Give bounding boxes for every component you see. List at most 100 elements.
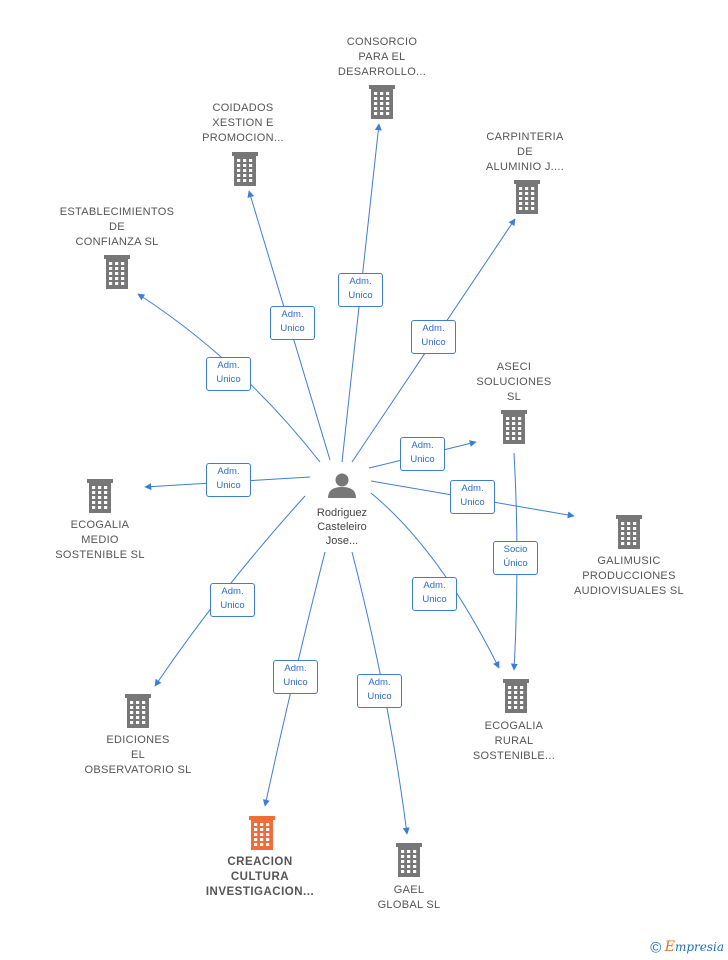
- brand-logo-first: E: [664, 938, 675, 955]
- company-label-line: CARPINTERIA: [486, 131, 564, 143]
- building-icon-coidados[interactable]: [232, 152, 258, 186]
- company-label-line: ESTABLECIMIENTOS: [59, 206, 175, 218]
- edge-label-establecimientos[interactable]: Adm. Unico: [206, 357, 251, 391]
- company-label-establecimientos[interactable]: ESTABLECIMIENTOS DE CONFIANZA SL: [37, 205, 197, 250]
- person-name-line: Casteleiro: [317, 521, 367, 533]
- company-label-creacion[interactable]: CREACION CULTURA INVESTIGACION...: [180, 855, 340, 900]
- company-label-line: EDICIONES: [106, 734, 170, 746]
- company-label-consorcio[interactable]: CONSORCIO PARA EL DESARROLLO...: [302, 35, 462, 80]
- edge-label-ecogalia-rural[interactable]: Adm.Unico: [412, 577, 457, 611]
- company-label-line: DE: [517, 146, 533, 158]
- company-label-gael[interactable]: GAEL GLOBAL SL: [329, 883, 489, 913]
- company-label-ecogalia-medio[interactable]: ECOGALIA MEDIO SOSTENIBLE SL: [20, 518, 180, 563]
- edge-label-line: Adm.: [281, 309, 304, 320]
- edge-label-line: Adm.: [368, 677, 391, 688]
- company-label-line: DESARROLLO...: [337, 66, 427, 78]
- edge-label-line: Unico: [280, 323, 305, 334]
- company-label-line: GAEL: [393, 884, 425, 896]
- edge-label-line: Adm.: [217, 360, 240, 371]
- edge-label-gael[interactable]: Adm. Unico: [357, 674, 402, 708]
- company-label-line: GLOBAL SL: [377, 899, 441, 911]
- nodes-layer: [87, 85, 642, 877]
- company-label-line: PARA EL: [358, 51, 406, 63]
- building-icon-aseci[interactable]: [501, 410, 527, 444]
- building-icon-ecogalia-rural[interactable]: [503, 679, 529, 713]
- company-label-line: INVESTIGACION...: [205, 886, 315, 898]
- edge-label-line: Unico: [410, 454, 435, 465]
- company-label-line: SOSTENIBLE...: [472, 750, 556, 762]
- company-label-line: RURAL: [494, 735, 534, 747]
- edge-label-line: Socio: [503, 544, 528, 555]
- company-label-line: XESTION E: [212, 117, 274, 129]
- edge-label-carpinteria[interactable]: Adm. Unico: [411, 320, 456, 354]
- company-label-line: EL: [130, 749, 146, 761]
- building-icon-ediciones[interactable]: [125, 694, 151, 728]
- company-label-line: CREACION: [227, 856, 293, 868]
- edge-label-coidados[interactable]: Adm. Unico: [270, 306, 315, 340]
- person-name-line: Jose...: [325, 535, 359, 547]
- building-icon-galimusic[interactable]: [616, 515, 642, 549]
- building-icon-ecogalia-medio[interactable]: [87, 479, 113, 513]
- edge-label-line: Adm.: [221, 586, 244, 597]
- company-label-line: GALIMUSIC: [597, 555, 661, 567]
- edge-label-creacion[interactable]: Adm. Unico: [273, 660, 318, 694]
- edge-label-line: Adm.: [217, 466, 240, 477]
- edge-label-line: Unico: [283, 677, 308, 688]
- edge-label-line: Adm.: [423, 580, 446, 591]
- edge-label-line: Unico: [220, 600, 245, 611]
- company-label-line: SOSTENIBLE SL: [55, 549, 145, 561]
- edge-label-aseci[interactable]: Adm. Unico: [400, 437, 445, 471]
- company-label-line: SL: [506, 391, 522, 403]
- edge-label-line: Adm.: [284, 663, 307, 674]
- company-label-line: ASECI: [496, 361, 532, 373]
- person-icon[interactable]: [328, 473, 356, 499]
- edge-label-line: Único: [503, 558, 528, 569]
- edge-center-to-ecogalia-rural: [370, 492, 500, 669]
- company-label-ediciones[interactable]: EDICIONES EL OBSERVATORIO SL: [58, 733, 218, 778]
- edge-label-line: Adm.: [411, 440, 434, 451]
- company-label-line: ECOGALIA: [484, 720, 544, 732]
- company-label-line: SOLUCIONES: [476, 376, 552, 388]
- company-label-line: CONFIANZA SL: [75, 236, 159, 248]
- company-label-line: PROMOCION...: [202, 132, 284, 144]
- company-label-line: CONSORCIO: [346, 36, 418, 48]
- edge-label-consorcio[interactable]: Adm. Unico: [338, 273, 383, 307]
- building-icon-establecimientos[interactable]: [104, 255, 130, 289]
- building-icon-carpinteria[interactable]: [514, 180, 540, 214]
- company-label-aseci[interactable]: ASECI SOLUCIONES SL: [434, 360, 594, 405]
- edge-label-line: Unico: [348, 290, 373, 301]
- company-label-line: COIDADOS: [212, 102, 274, 114]
- building-icon-creacion[interactable]: [249, 816, 275, 850]
- company-label-line: MEDIO: [81, 534, 119, 546]
- company-label-galimusic[interactable]: GALIMUSIC PRODUCCIONES AUDIOVISUALES SL: [549, 554, 709, 599]
- edge-label-line: Unico: [421, 337, 446, 348]
- edge-label-line: Unico: [460, 497, 485, 508]
- building-icon-gael[interactable]: [396, 843, 422, 877]
- company-label-line: ECOGALIA: [70, 519, 130, 531]
- company-label-ecogalia-rural[interactable]: ECOGALIA RURAL SOSTENIBLE...: [434, 719, 594, 764]
- edge-label-ecogalia-medio[interactable]: Adm. Unico: [206, 463, 251, 497]
- person-name-line: Rodriguez: [316, 507, 368, 519]
- edge-label-line: Adm.: [461, 483, 484, 494]
- company-label-carpinteria[interactable]: CARPINTERIA DE ALUMINIO J....: [445, 130, 605, 175]
- empresia-footer[interactable]: © Empresia: [650, 939, 724, 956]
- building-icon-consorcio[interactable]: [369, 85, 395, 119]
- edge-label-line: Unico: [367, 691, 392, 702]
- edge-label-line: Adm.: [422, 323, 445, 334]
- edge-label-line: Adm.: [349, 276, 372, 287]
- edge-label-line: Unico: [216, 374, 241, 385]
- company-label-line: AUDIOVISUALES SL: [574, 585, 684, 597]
- company-label-line: DE: [109, 221, 125, 233]
- copyright-icon: ©: [650, 939, 662, 956]
- company-label-line: ALUMINIO J....: [485, 161, 565, 173]
- company-label-line: OBSERVATORIO SL: [84, 764, 192, 776]
- edge-label-galimusic[interactable]: Adm. Unico: [450, 480, 495, 514]
- edge-label-line: Unico: [216, 480, 241, 491]
- company-label-coidados[interactable]: COIDADOS XESTION E PROMOCION...: [163, 101, 323, 146]
- company-label-line: PRODUCCIONES: [582, 570, 676, 582]
- edge-label-ediciones[interactable]: Adm. Unico: [210, 583, 255, 617]
- company-label-line: CULTURA: [230, 871, 290, 883]
